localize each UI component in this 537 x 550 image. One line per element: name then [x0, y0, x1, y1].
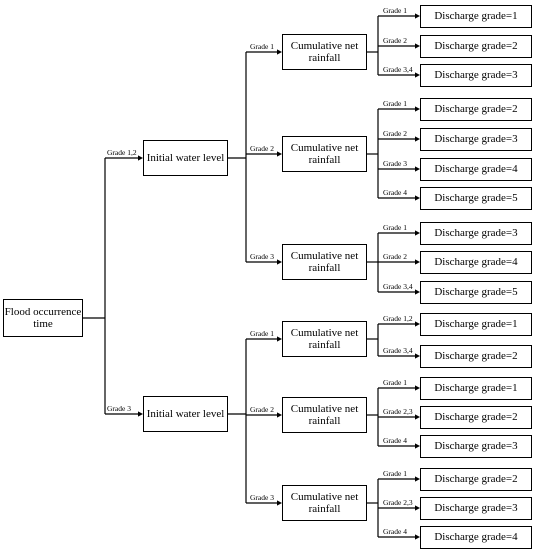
arrowhead [138, 155, 143, 161]
arrowhead [415, 43, 420, 49]
arrowhead [415, 289, 420, 295]
edge-label: Grade 2 [250, 405, 274, 414]
discharge-grade-leaf: Discharge grade=3 [420, 63, 532, 87]
arrowhead [415, 321, 420, 327]
arrowhead [277, 336, 282, 342]
edge-label: Grade 1 [383, 378, 407, 387]
arrowhead [415, 230, 420, 236]
discharge-grade-leaf: Discharge grade=1 [420, 376, 532, 400]
arrowhead [415, 534, 420, 540]
edge-label: Grade 3 [383, 159, 407, 168]
edge-label: Grade 3,4 [383, 346, 413, 355]
arrowhead [415, 136, 420, 142]
discharge-grade-leaf: Discharge grade=2 [420, 405, 532, 429]
arrowhead [415, 106, 420, 112]
arrowhead [415, 195, 420, 201]
cumulative-rainfall-node: Cumulative net rainfall [282, 321, 367, 357]
arrowhead [277, 151, 282, 157]
discharge-grade-leaf: Discharge grade=3 [420, 496, 532, 520]
initial-water-level-node: Initial water level [143, 140, 228, 176]
edge-label: Grade 1,2 [383, 314, 413, 323]
cumulative-rainfall-node: Cumulative net rainfall [282, 485, 367, 521]
arrowhead [415, 166, 420, 172]
edge-label: Grade 3 [107, 404, 131, 413]
edge-label: Grade 3,4 [383, 65, 413, 74]
cumulative-rainfall-node: Cumulative net rainfall [282, 136, 367, 172]
edge-label: Grade 1,2 [107, 148, 137, 157]
edge-label: Grade 1 [250, 329, 274, 338]
arrowhead [415, 13, 420, 19]
discharge-grade-leaf: Discharge grade=3 [420, 221, 532, 245]
arrowhead [415, 353, 420, 359]
cumulative-rainfall-node: Cumulative net rainfall [282, 34, 367, 70]
arrowhead [138, 411, 143, 417]
edge-label: Grade 2,3 [383, 407, 413, 416]
arrowhead [415, 443, 420, 449]
edge-label: Grade 2 [383, 252, 407, 261]
edge-label: Grade 4 [383, 436, 407, 445]
discharge-grade-leaf: Discharge grade=2 [420, 97, 532, 121]
edge-label: Grade 1 [383, 223, 407, 232]
discharge-grade-leaf: Discharge grade=2 [420, 34, 532, 58]
discharge-grade-leaf: Discharge grade=1 [420, 312, 532, 336]
arrowhead [415, 505, 420, 511]
discharge-grade-leaf: Discharge grade=3 [420, 434, 532, 458]
cumulative-rainfall-node: Cumulative net rainfall [282, 397, 367, 433]
discharge-grade-leaf: Discharge grade=1 [420, 4, 532, 28]
edge-label: Grade 3 [250, 493, 274, 502]
edge-label: Grade 4 [383, 188, 407, 197]
discharge-grade-leaf: Discharge grade=4 [420, 250, 532, 274]
discharge-grade-leaf: Discharge grade=3 [420, 127, 532, 151]
arrowhead [415, 414, 420, 420]
arrowhead [277, 500, 282, 506]
discharge-grade-leaf: Discharge grade=2 [420, 344, 532, 368]
edge-label: Grade 3 [250, 252, 274, 261]
edge-label: Grade 1 [383, 99, 407, 108]
discharge-grade-leaf: Discharge grade=5 [420, 186, 532, 210]
edge-label: Grade 2 [383, 129, 407, 138]
discharge-grade-leaf: Discharge grade=4 [420, 525, 532, 549]
arrowhead [277, 412, 282, 418]
arrowhead [415, 72, 420, 78]
edge-label: Grade 1 [250, 42, 274, 51]
arrowhead [277, 259, 282, 265]
edge-label: Grade 1 [383, 6, 407, 15]
arrowhead [277, 49, 282, 55]
discharge-grade-leaf: Discharge grade=2 [420, 467, 532, 491]
cumulative-rainfall-node: Cumulative net rainfall [282, 244, 367, 280]
edge-label: Grade 2,3 [383, 498, 413, 507]
discharge-grade-leaf: Discharge grade=5 [420, 280, 532, 304]
arrowhead [415, 385, 420, 391]
edge-label: Grade 3,4 [383, 282, 413, 291]
edge-label: Grade 2 [383, 36, 407, 45]
arrowhead [415, 476, 420, 482]
discharge-grade-leaf: Discharge grade=4 [420, 157, 532, 181]
root-node: Flood occurrence time [3, 299, 83, 337]
edge-label: Grade 2 [250, 144, 274, 153]
initial-water-level-node: Initial water level [143, 396, 228, 432]
edge-label: Grade 4 [383, 527, 407, 536]
edge-label: Grade 1 [383, 469, 407, 478]
arrowhead [415, 259, 420, 265]
